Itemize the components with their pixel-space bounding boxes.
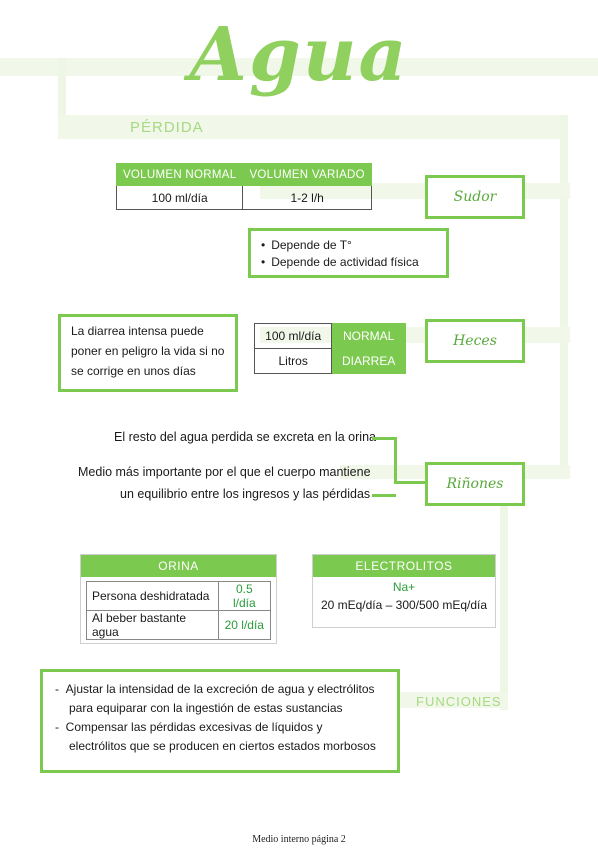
connector-top xyxy=(372,437,396,440)
value-volumen-variado: 1-2 l/h xyxy=(242,185,372,210)
header-volumen-normal: VOLUMEN NORMAL xyxy=(115,163,244,186)
section-perdida: PÉRDIDA xyxy=(130,119,204,136)
funciones-vertical-band xyxy=(500,500,508,710)
funciones-band xyxy=(398,692,508,708)
electrolitos-ion: Na+ xyxy=(392,580,416,594)
note-line-1: La diarrea intensa puede xyxy=(71,324,204,338)
bullet-temperatura: Depende de T° xyxy=(261,238,436,252)
right-vertical-band xyxy=(560,115,568,470)
orina-label-agua: Al beber bastante agua xyxy=(86,610,219,640)
sudor-bullets-box: Depende de T° Depende de actividad físic… xyxy=(248,228,449,278)
orina-header: ORINA xyxy=(81,555,276,577)
amount-diarrea: Litros xyxy=(253,348,333,374)
left-vertical-band xyxy=(58,58,66,118)
orina-card: ORINA Persona deshidratada 0.5 l/día Al … xyxy=(80,554,277,644)
funcion-1-line-2: para equiparar con la ingestión de estas… xyxy=(69,701,343,715)
heces-table: 100 ml/día NORMAL Litros DIARREA xyxy=(253,323,406,374)
rinones-line-1: El resto del agua perdida se excreta en … xyxy=(114,430,376,444)
connector-middle xyxy=(394,481,428,484)
electrolitos-header: ELECTROLITOS xyxy=(313,555,495,577)
connector-vertical xyxy=(394,437,397,483)
orina-label-deshidratada: Persona deshidratada xyxy=(86,581,219,611)
funcion-2-line-1: - Compensar las pérdidas excesivas de lí… xyxy=(55,720,323,734)
connector-bottom xyxy=(372,494,396,497)
sudor-label: Sudor xyxy=(425,175,525,219)
sudor-bullets: Depende de T° Depende de actividad físic… xyxy=(261,238,436,269)
rinones-label: Riñones xyxy=(425,462,525,506)
perdida-band xyxy=(58,115,568,139)
amount-normal: 100 ml/día xyxy=(253,323,333,349)
rinones-line-2a: Medio más importante por el que el cuerp… xyxy=(78,465,371,479)
note-line-2: poner en peligro la vida si no xyxy=(71,344,225,358)
section-funciones: FUNCIONES xyxy=(416,694,502,709)
page-footer: Medio interno página 2 xyxy=(252,834,346,845)
funcion-2-line-2: electrólitos que se producen en ciertos … xyxy=(69,739,376,753)
orina-table: Persona deshidratada 0.5 l/día Al beber … xyxy=(86,581,272,640)
heces-label: Heces xyxy=(425,319,525,363)
funcion-1-line-1: - Ajustar la intensidad de la excreción … xyxy=(55,682,375,696)
status-normal: NORMAL xyxy=(331,323,406,349)
orina-value-agua: 20 l/día xyxy=(217,610,272,640)
volumen-table: VOLUMEN NORMAL VOLUMEN VARIADO 100 ml/dí… xyxy=(115,163,372,210)
status-diarrea: DIARREA xyxy=(331,348,406,374)
value-volumen-normal: 100 ml/día xyxy=(115,185,244,210)
bullet-actividad: Depende de actividad física xyxy=(261,255,436,269)
electrolitos-range: 20 mEq/día – 300/500 mEq/día xyxy=(320,598,488,612)
header-volumen-variado: VOLUMEN VARIADO xyxy=(242,163,372,186)
note-line-3: se corrige en unos días xyxy=(71,364,196,378)
page-title: Agua xyxy=(189,12,409,98)
funciones-box: - Ajustar la intensidad de la excreción … xyxy=(40,669,400,773)
electrolitos-card: ELECTROLITOS Na+ 20 mEq/día – 300/500 mE… xyxy=(312,554,496,628)
rinones-line-2b: un equilibrio entre los ingresos y las p… xyxy=(120,487,371,501)
orina-value-deshidratada: 0.5 l/día xyxy=(217,581,272,611)
diarrea-note-box: La diarrea intensa puede poner en peligr… xyxy=(58,314,238,392)
top-band xyxy=(0,58,598,76)
